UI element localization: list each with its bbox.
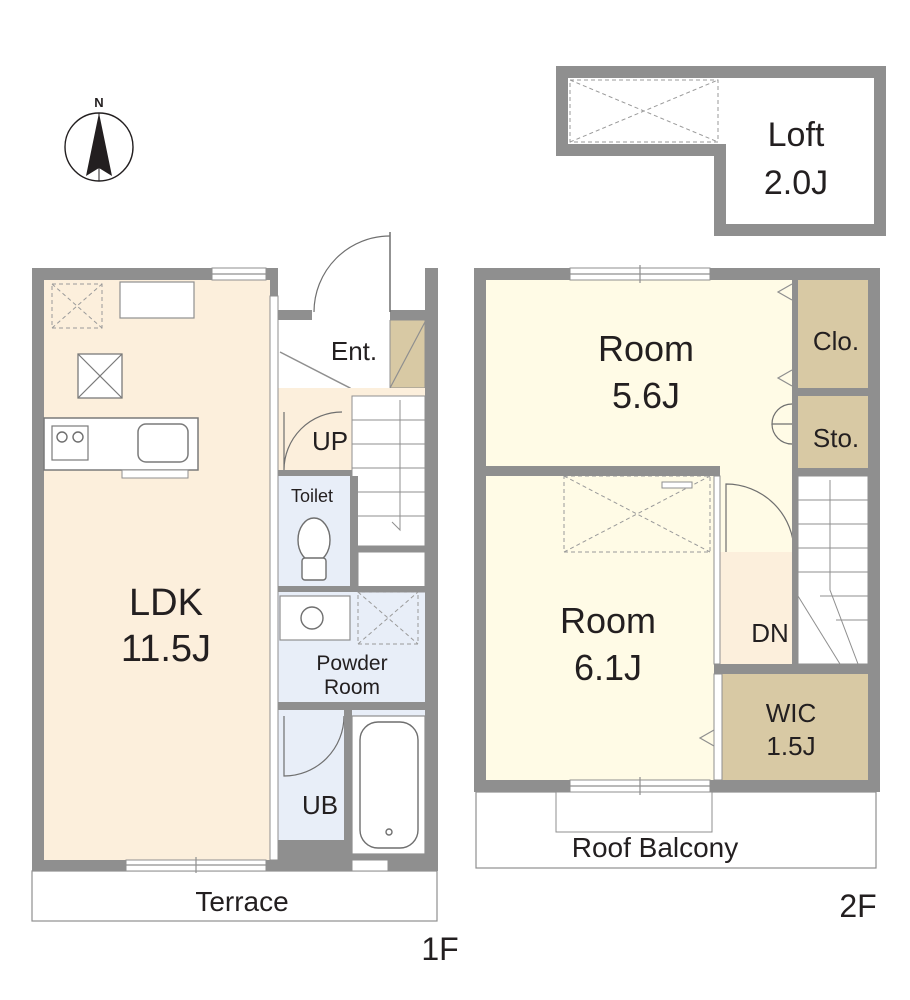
terrace-label: Terrace xyxy=(195,886,288,917)
bath-label: UB xyxy=(302,790,338,820)
room-a xyxy=(486,280,792,466)
toilet-label: Toilet xyxy=(291,486,333,506)
ldk-size: 11.5J xyxy=(121,628,211,670)
loft-size: 2.0J xyxy=(764,164,828,202)
floor2-label: 2F xyxy=(839,888,876,924)
north-letter: N xyxy=(94,95,103,110)
floor1-label: 1F xyxy=(421,931,458,967)
wic-label: WIC xyxy=(766,698,817,728)
north-arrow-icon: N xyxy=(64,95,134,182)
room-b xyxy=(486,476,714,780)
room-a-label: Room xyxy=(598,328,694,369)
room-wic xyxy=(722,674,868,780)
loft-label: Loft xyxy=(768,116,825,154)
stairs-up-label: UP xyxy=(312,426,348,456)
room-b-label: Room xyxy=(560,600,656,641)
loft: Loft 2.0J xyxy=(556,66,886,236)
room-a-size: 5.6J xyxy=(612,375,680,416)
room-closet xyxy=(798,280,868,388)
room-storage xyxy=(798,396,868,468)
powder-label-2: Room xyxy=(324,676,380,699)
floor-2: Roof Balcony Room 5.6J Clo. Sto. Room 6.… xyxy=(474,265,880,924)
powder-label-1: Powder xyxy=(316,652,387,675)
ldk-label: LDK xyxy=(129,582,203,624)
room-b-size: 6.1J xyxy=(574,647,642,688)
entrance-label: Ent. xyxy=(331,336,377,366)
stairs-down-label: DN xyxy=(751,618,789,648)
wic-size: 1.5J xyxy=(766,731,815,761)
storage-label: Sto. xyxy=(813,423,859,453)
closet-label: Clo. xyxy=(813,326,859,356)
floor-1: Terrace LDK 11.5J xyxy=(31,232,459,967)
balcony-label: Roof Balcony xyxy=(572,832,739,863)
terrace xyxy=(31,870,438,922)
